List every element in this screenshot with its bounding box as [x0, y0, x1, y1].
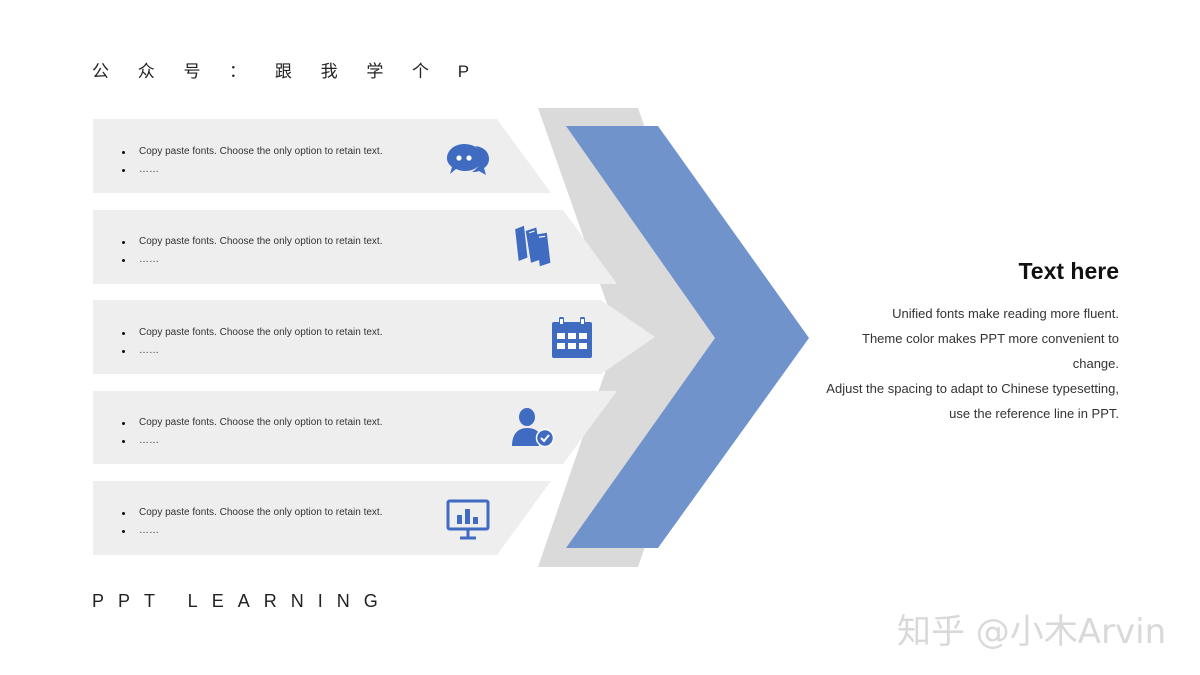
bullet-icon [122, 258, 125, 262]
bullet-icon [122, 240, 125, 244]
row-5-bullet-1-text: Copy paste fonts. Choose the only option… [139, 507, 383, 518]
row-bg-4 [93, 391, 617, 464]
row-1-bullet-2: …… [110, 161, 382, 179]
row-2-bullet-1-text: Copy paste fonts. Choose the only option… [139, 236, 383, 247]
panel-title: Text here [1018, 258, 1119, 284]
books-icon [515, 225, 551, 267]
bullet-icon [122, 150, 125, 154]
row-bg-3 [93, 300, 655, 374]
bullet-icon [122, 349, 125, 353]
panel-body-line-5: use the reference line in PPT. [949, 406, 1119, 421]
row-3-bullet-1: Copy paste fonts. Choose the only option… [110, 324, 382, 342]
row-4-bullet-2-text: …… [139, 435, 159, 446]
row-bg-2 [93, 210, 617, 284]
row-3-bullet-2: …… [110, 342, 382, 360]
bullet-icon [122, 439, 125, 443]
bullet-icon [122, 168, 125, 172]
panel-body-line-1: Unified fonts make reading more fluent. [892, 306, 1119, 321]
row-3-bullet-2-text: …… [139, 345, 159, 356]
blue-chevron [566, 126, 809, 548]
bullet-icon [122, 511, 125, 515]
monitor-chart-icon [446, 499, 490, 540]
row-bg-1 [93, 119, 551, 193]
watermark: 知乎 @小木Arvin [897, 612, 1167, 652]
panel-body-line-3: change. [1072, 356, 1119, 371]
row-1-bullet-1: Copy paste fonts. Choose the only option… [110, 143, 382, 161]
row-4-bullet-1-text: Copy paste fonts. Choose the only option… [139, 417, 383, 428]
calendar-icon [552, 317, 592, 358]
row-1-bullet-2-text: …… [139, 164, 159, 175]
panel-body-line-2: Theme color makes PPT more convenient to [862, 331, 1119, 346]
row-3-text: Copy paste fonts. Choose the only option… [110, 324, 382, 360]
row-4-bullet-2: …… [110, 432, 382, 450]
row-4-bullet-1: Copy paste fonts. Choose the only option… [110, 414, 382, 432]
row-1-bullet-1-text: Copy paste fonts. Choose the only option… [139, 146, 383, 157]
row-5-bullet-2: …… [110, 522, 382, 540]
panel-body: Unified fonts make reading more fluent. … [789, 301, 1119, 426]
row-5-bullet-2-text: …… [139, 525, 159, 536]
bullet-icon [122, 529, 125, 533]
row-2-bullet-2-text: …… [139, 254, 159, 265]
row-4-text: Copy paste fonts. Choose the only option… [110, 414, 382, 450]
row-1-text: Copy paste fonts. Choose the only option… [110, 143, 382, 179]
row-2-bullet-2: …… [110, 251, 382, 269]
row-2-text: Copy paste fonts. Choose the only option… [110, 233, 382, 269]
bullet-icon [122, 331, 125, 335]
row-5-text: Copy paste fonts. Choose the only option… [110, 504, 382, 540]
row-2-bullet-1: Copy paste fonts. Choose the only option… [110, 233, 382, 251]
user-check-icon [512, 408, 554, 448]
footer-label: PPT LEARNING [92, 591, 392, 611]
row-5-bullet-1: Copy paste fonts. Choose the only option… [110, 504, 382, 522]
row-bg-5 [93, 481, 551, 555]
row-3-bullet-1-text: Copy paste fonts. Choose the only option… [139, 327, 383, 338]
panel-body-line-4: Adjust the spacing to adapt to Chinese t… [826, 381, 1119, 396]
header-title: 公 众 号 ： 跟 我 学 个 P [92, 62, 482, 81]
bullet-icon [122, 421, 125, 425]
chat-bubble-icon [447, 144, 489, 175]
